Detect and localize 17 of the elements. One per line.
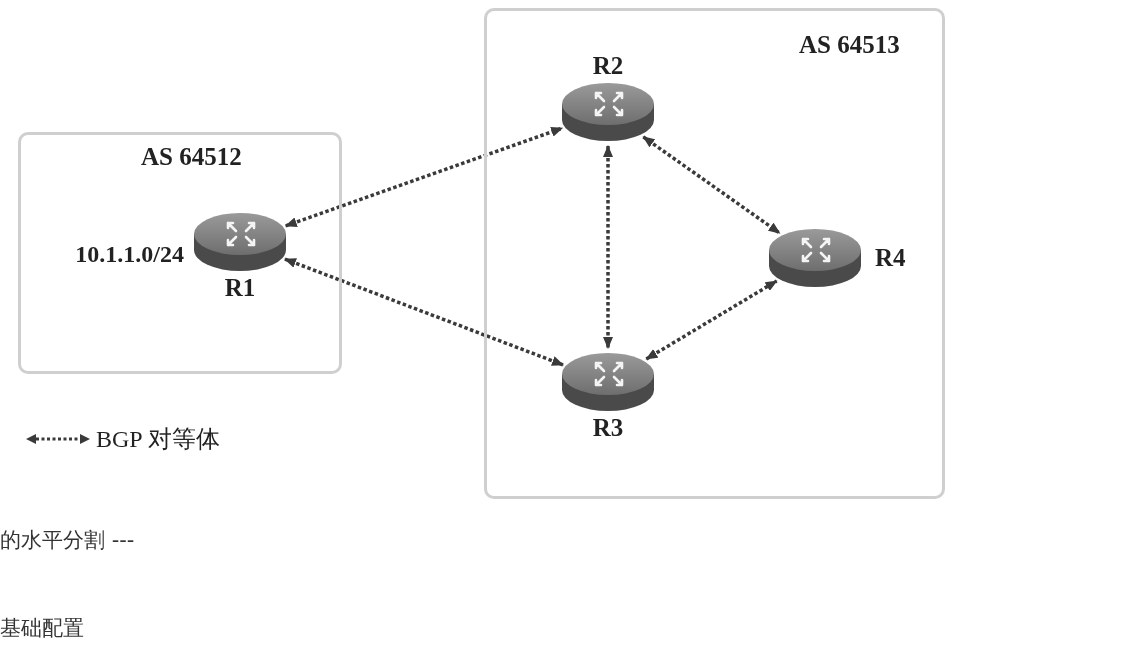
as-label: AS 64513 xyxy=(799,31,900,59)
as-boundary-box xyxy=(18,132,342,374)
router-label: R4 xyxy=(875,243,906,273)
router-label: R1 xyxy=(224,273,256,303)
router-label: R2 xyxy=(592,51,624,81)
as-boundary-box xyxy=(484,8,945,499)
note-text: 基础配置 xyxy=(0,615,84,642)
peering-arrow xyxy=(645,279,778,361)
peering-arrow xyxy=(284,257,564,367)
as-label: AS 64512 xyxy=(141,143,242,171)
peering-arrow xyxy=(603,145,613,349)
legend-text: BGP 对等体 xyxy=(96,425,220,453)
router-label: R3 xyxy=(592,413,624,443)
note-text: 的水平分割 --- xyxy=(0,527,135,554)
network-label: 10.1.1.0/24 xyxy=(75,240,184,268)
peering-arrow xyxy=(642,135,781,235)
peering-arrow xyxy=(284,126,564,228)
